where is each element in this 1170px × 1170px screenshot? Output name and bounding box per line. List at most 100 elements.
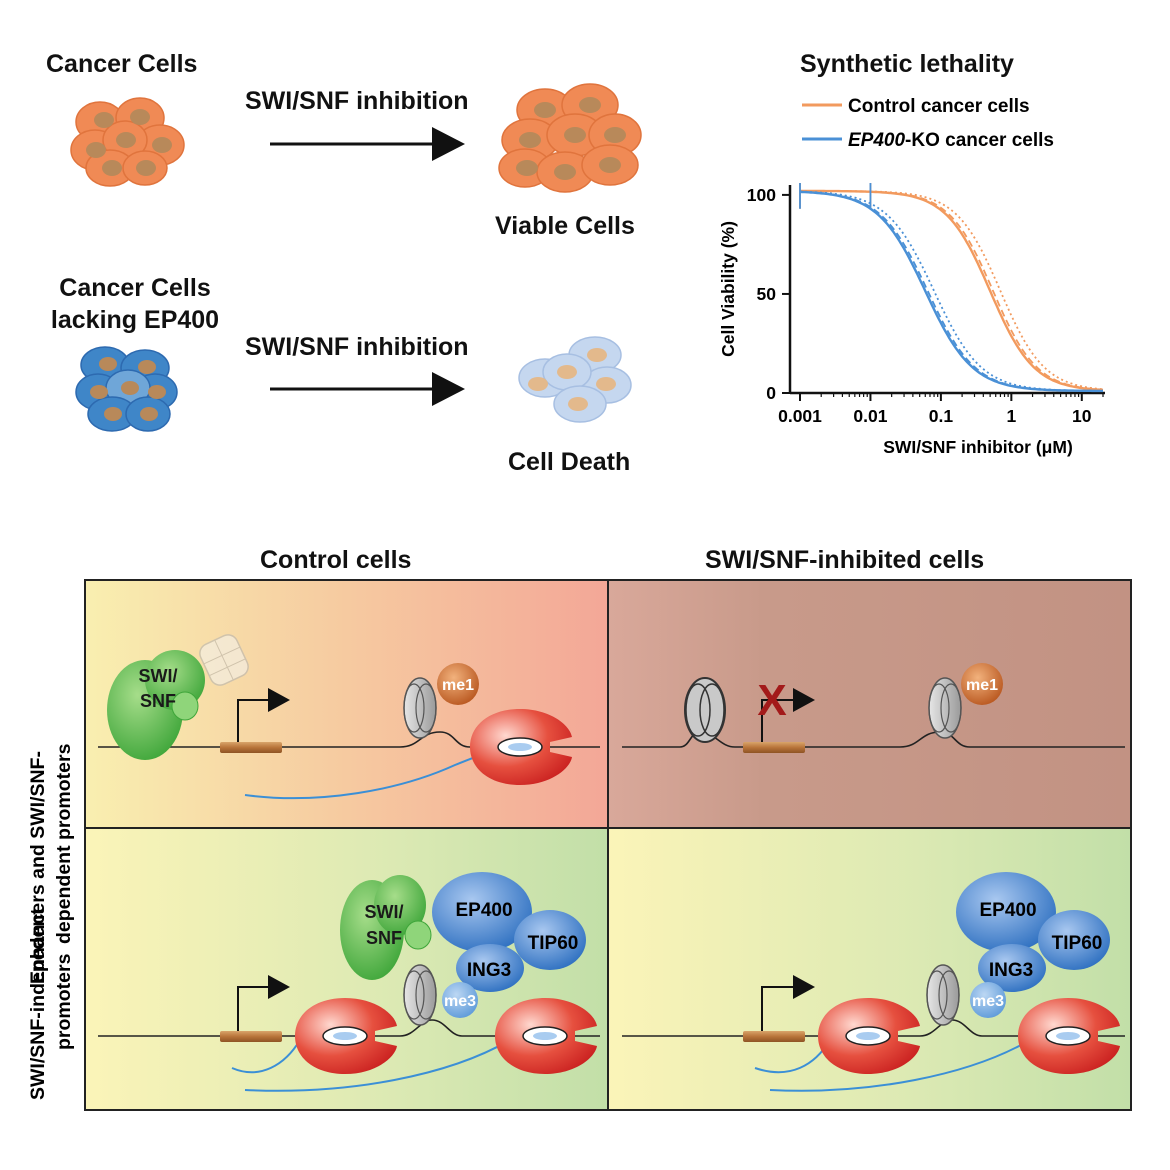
panel-tr-content: X me1 [622, 663, 1125, 753]
nucleosome-2 [928, 677, 962, 739]
nucleosome-closed [684, 677, 726, 743]
promoter-box [220, 742, 282, 753]
curve-series-0-rep-2 [800, 190, 1104, 391]
panel-br-content: EP400 TIP60 ING3 me3 [622, 872, 1125, 1092]
x-tick-label-1: 0.01 [853, 406, 887, 426]
legend: Control cancer cells EP400-KO cancer cel… [802, 96, 1054, 151]
cancer-cells-lacking-line2: lacking EP400 [50, 306, 220, 334]
promoter-box-bl [220, 1031, 282, 1042]
ing3-label-bl: ING3 [467, 960, 511, 981]
swisnf-complex-bl: SWI/ SNF [340, 875, 432, 980]
legend-label-ko-suffix: -KO cancer cells [905, 130, 1054, 151]
ep400-label-br: EP400 [979, 900, 1036, 921]
displaced-nucleosome [199, 634, 249, 686]
tss-arrow-bl [237, 986, 270, 1031]
dna-strand [98, 731, 600, 748]
tip60-label-bl: TIP60 [528, 933, 579, 954]
swisnf-label-swi-bl: SWI/ [365, 902, 404, 922]
rna-polymerase-bl-1 [295, 998, 397, 1074]
row-label-enhancers-line1: Enhancers and SWI/SNF- [27, 751, 49, 984]
row-label-independent-line2: promoters [53, 953, 75, 1050]
me1-mark-2 [961, 663, 1003, 705]
x-tick-label-0: 0.001 [778, 406, 822, 426]
me1-mark [437, 663, 479, 705]
tss-arrowhead-bl [268, 975, 290, 999]
me3-mark-br [970, 982, 1006, 1018]
x-tick-label-2: 0.1 [929, 406, 954, 426]
legend-label-ko: EP400-KO cancer cells [848, 130, 1054, 151]
rna-polymerase-br-2 [1018, 998, 1120, 1074]
swisnf-label-snf-bl: SNF [366, 928, 402, 948]
tss-arrowhead-br [793, 975, 815, 999]
legend-label-control: Control cancer cells [848, 96, 1030, 117]
cell-illustrations [70, 83, 642, 432]
curve-series-1-rep-0 [799, 190, 1103, 393]
row-label-enhancers: Enhancers and SWI/SNF- dependent promote… [27, 743, 75, 984]
swisnf-label-swi: SWI/ [139, 666, 178, 686]
row-label-independent: SWI/SNF-indepedent promoters [27, 908, 75, 1100]
x-tick-label-4: 10 [1072, 406, 1092, 426]
row-label-independent-line1: SWI/SNF-indepedent [27, 908, 49, 1100]
rna-polymerase-bl-2 [495, 998, 597, 1074]
tss-arrow-br [761, 986, 795, 1031]
legend-label-ko-gene: EP400 [848, 130, 905, 151]
me3-mark-bl [442, 982, 478, 1018]
me1-label-2: me1 [966, 677, 998, 694]
rna-transcript-br-2 [769, 1039, 1031, 1092]
viable-cell-cluster [498, 83, 642, 193]
tss-arrowhead-blocked [793, 688, 815, 712]
ep400-ko-cell-cluster [75, 346, 178, 432]
x-tick-label-3: 1 [1006, 406, 1016, 426]
rna-polymerase-br-1 [818, 998, 920, 1074]
cancer-cells-label: Cancer Cells [46, 50, 198, 78]
swisnf-complex: SWI/ SNF [107, 650, 205, 760]
nucleosome [403, 677, 437, 739]
cancer-cell-cluster [70, 97, 185, 187]
cell-death-label: Cell Death [508, 448, 631, 476]
me3-label-br: me3 [972, 993, 1004, 1010]
promoter-box-inhibited [743, 742, 805, 753]
row-label-enhancers-line2: dependent promoters [53, 743, 75, 944]
promoter-box-br [743, 1031, 805, 1042]
dna-strand-bl [98, 1019, 600, 1037]
tss-arrow [237, 699, 270, 742]
tss-arrow-blocked [761, 699, 795, 742]
ep400-complex-bl: EP400 TIP60 ING3 [432, 872, 586, 992]
ing3-label-br: ING3 [989, 960, 1033, 981]
arrow-bottom [270, 372, 465, 406]
chart-title: Synthetic lethality [800, 50, 1014, 78]
rna-transcript-bl-1 [231, 1039, 301, 1074]
rna-polymerase [470, 709, 572, 785]
ep400-complex-br: EP400 TIP60 ING3 [956, 872, 1110, 992]
col-header-control: Control cells [260, 546, 412, 574]
cancer-cells-lacking-label: Cancer Cells lacking EP400 [30, 272, 240, 336]
y-tick-label-2: 100 [747, 185, 776, 205]
swisnf-label-snf: SNF [140, 691, 176, 711]
inhibition-label-top: SWI/SNF inhibition [245, 87, 469, 115]
chart-svg: Control cancer cells EP400-KO cancer cel… [718, 96, 1105, 457]
me1-label: me1 [442, 677, 474, 694]
nucleosome-br [926, 964, 960, 1026]
arrow-top [270, 127, 465, 161]
tip60-label-br: TIP60 [1052, 933, 1103, 954]
mechanism-diagram: Enhancers and SWI/SNF- dependent promote… [27, 579, 1132, 1111]
y-axis-label: Cell Viability (%) [718, 221, 738, 357]
nucleosome-bl [403, 964, 437, 1026]
y-tick-label-0: 0 [766, 383, 776, 403]
cancer-cells-lacking-line1: Cancer Cells [59, 274, 211, 302]
x-axis-label: SWI/SNF inhibitor (μM) [883, 437, 1073, 457]
col-header-inhibited: SWI/SNF-inhibited cells [705, 546, 985, 574]
viable-cells-label: Viable Cells [495, 212, 635, 240]
y-tick-label-1: 50 [757, 284, 777, 304]
curve-group [799, 183, 1104, 393]
me3-label-bl: me3 [444, 993, 476, 1010]
block-x-mark: X [757, 676, 786, 725]
panel-bl-content: SWI/ SNF EP400 TIP60 ING3 me3 [98, 872, 600, 1092]
panel-tl-content: SWI/ SNF me1 [98, 634, 600, 800]
rna-transcript-bl-2 [244, 1039, 511, 1092]
curve-series-0-rep-0 [800, 189, 1104, 392]
inhibition-label-bottom: SWI/SNF inhibition [245, 333, 469, 361]
ep400-label-bl: EP400 [455, 900, 512, 921]
tss-arrowhead [268, 688, 290, 712]
